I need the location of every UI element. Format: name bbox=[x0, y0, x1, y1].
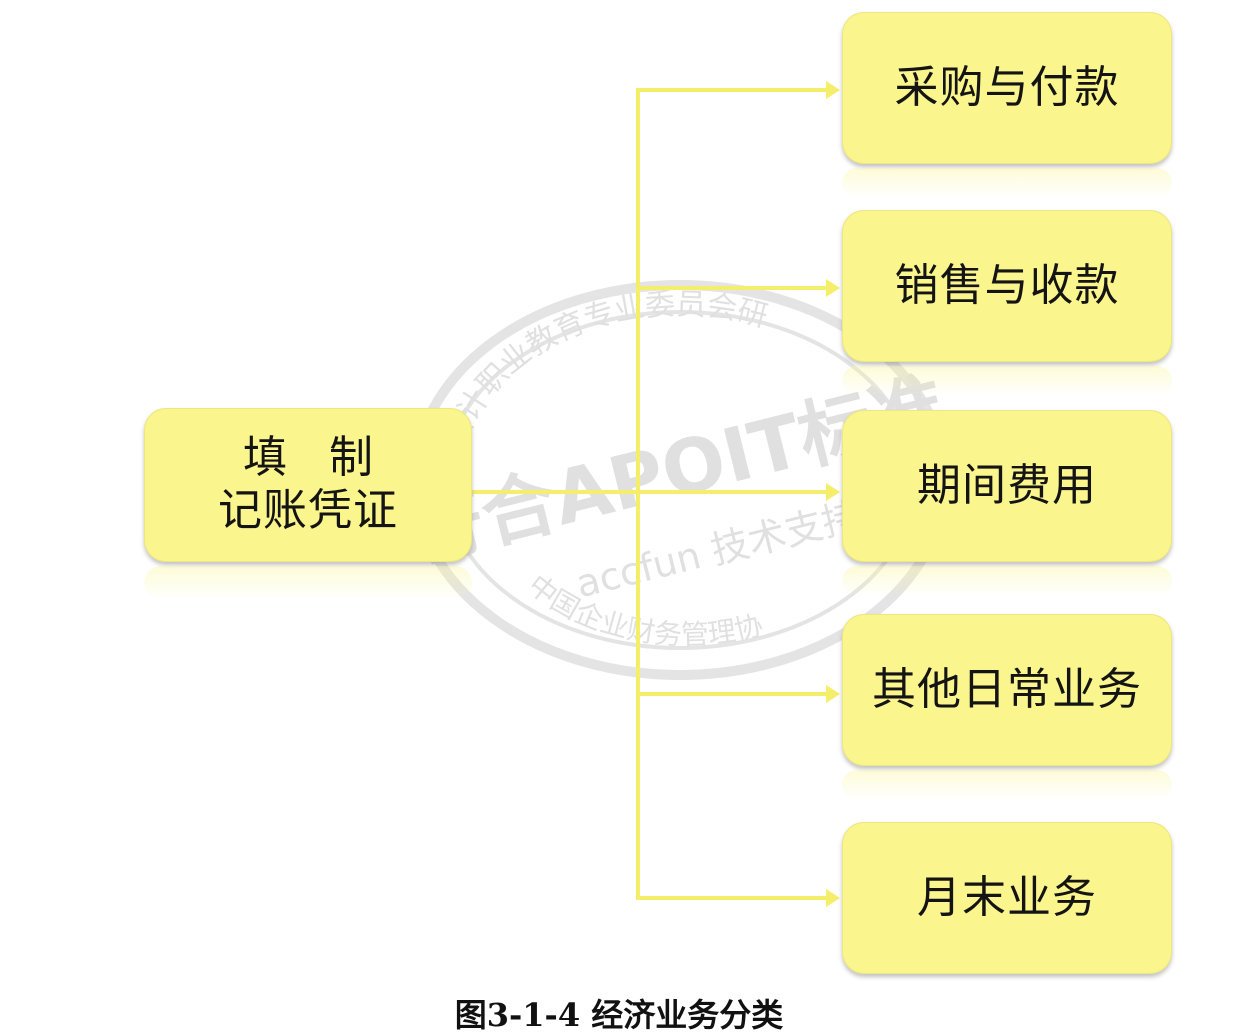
target-label: 其他日常业务 bbox=[872, 663, 1142, 715]
connector-branch-2 bbox=[636, 286, 826, 290]
figure-caption: 图3-1-4 经济业务分类 bbox=[454, 996, 784, 1034]
target-box-daily-business: 其他日常业务 bbox=[842, 614, 1172, 766]
arrowhead-3 bbox=[826, 483, 840, 501]
target-box-purchase: 采购与付款 bbox=[842, 12, 1172, 164]
target-label: 采购与付款 bbox=[894, 61, 1120, 113]
arrowhead-2 bbox=[826, 279, 840, 297]
target-label: 期间费用 bbox=[917, 459, 1097, 511]
connector-branch-5 bbox=[636, 896, 826, 900]
connector-branch-4 bbox=[636, 692, 826, 696]
connector-branch-3 bbox=[636, 490, 826, 494]
target-label: 月末业务 bbox=[917, 871, 1097, 923]
connector-branch-1 bbox=[636, 88, 826, 92]
arrowhead-4 bbox=[826, 685, 840, 703]
target-label: 销售与收款 bbox=[894, 259, 1120, 311]
target-box-month-end: 月末业务 bbox=[842, 822, 1172, 974]
target-box-period-expense: 期间费用 bbox=[842, 410, 1172, 562]
source-box: 填 制 记账凭证 bbox=[144, 408, 472, 562]
arrowhead-5 bbox=[826, 889, 840, 907]
target-box-sales: 销售与收款 bbox=[842, 210, 1172, 362]
source-line-2: 记账凭证 bbox=[218, 485, 398, 536]
arrowhead-1 bbox=[826, 81, 840, 99]
connector-trunk bbox=[472, 490, 638, 494]
source-line-1: 填 制 bbox=[243, 432, 387, 484]
